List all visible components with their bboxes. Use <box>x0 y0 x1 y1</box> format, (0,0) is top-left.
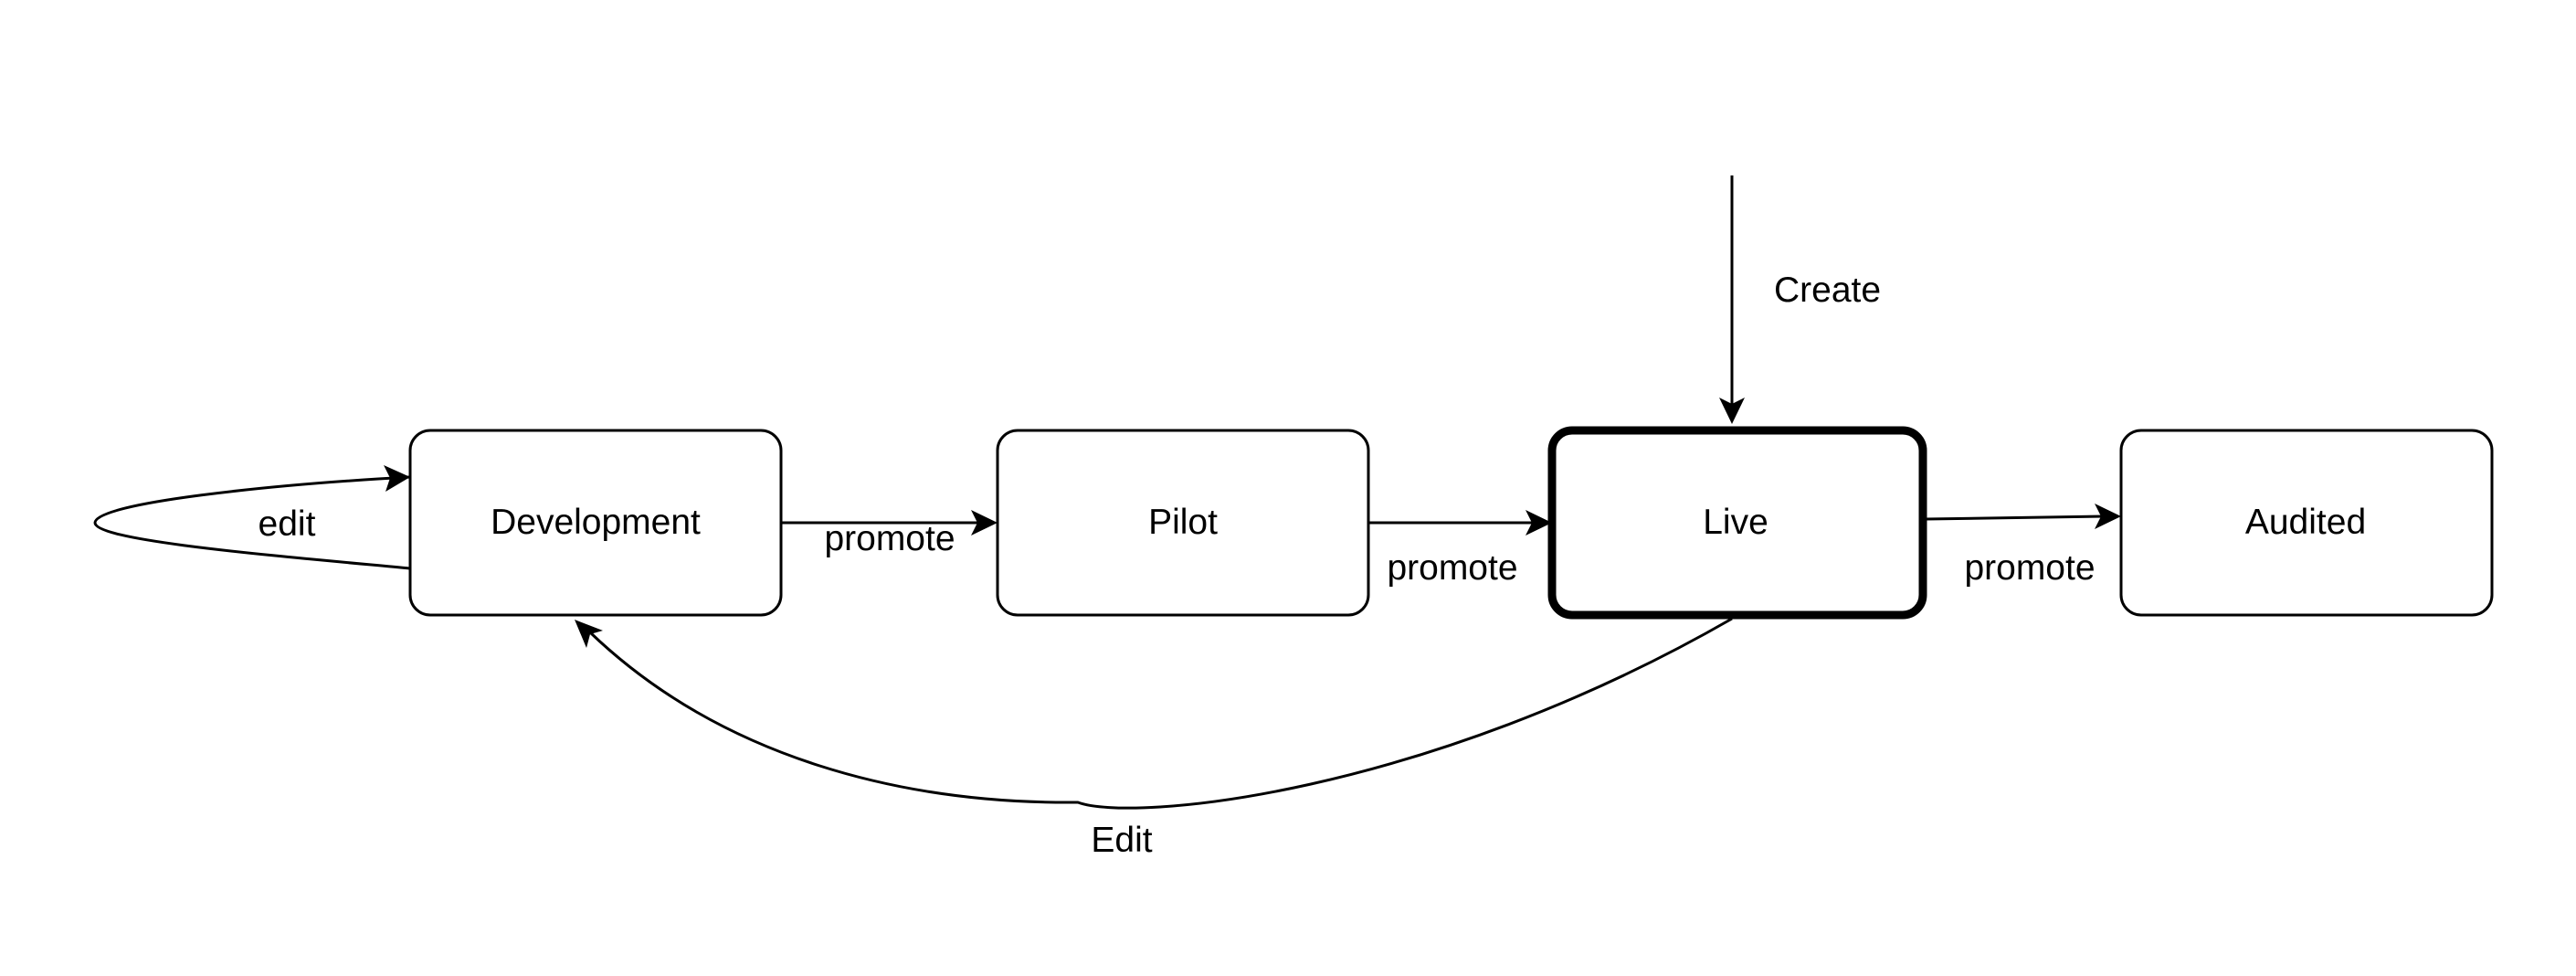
promote-dev-pilot-label: promote <box>824 519 955 558</box>
promote-pilot-live-arrowhead <box>1526 510 1552 536</box>
edit-self-loop-arrowhead <box>384 465 410 492</box>
edit-live-dev-edge <box>588 617 1733 810</box>
promote-live-audited-edge <box>1925 515 2105 521</box>
edit-live-dev-arrowhead <box>575 620 603 648</box>
edit-self-loop-edge <box>93 475 411 570</box>
state-audited-label: Audited <box>2245 503 2366 542</box>
promote-dev-pilot-arrowhead <box>971 510 998 536</box>
state-live[interactable] <box>1547 426 1927 620</box>
state-pilot-label: Pilot <box>1148 503 1218 542</box>
promote-live-audited-arrowhead <box>2095 504 2121 529</box>
promote-live-audited-label: promote <box>1964 548 2095 588</box>
create-label: Create <box>1774 271 1881 310</box>
promote-pilot-live-label: promote <box>1387 548 1517 588</box>
edit-self-loop-label: edit <box>259 504 316 544</box>
state-live-label: Live <box>1703 503 1768 542</box>
create-arrowhead <box>1719 398 1745 424</box>
state-development-label: Development <box>491 503 701 542</box>
edit-live-dev-label: Edit <box>1091 821 1152 860</box>
state-audited[interactable] <box>2119 429 2494 617</box>
